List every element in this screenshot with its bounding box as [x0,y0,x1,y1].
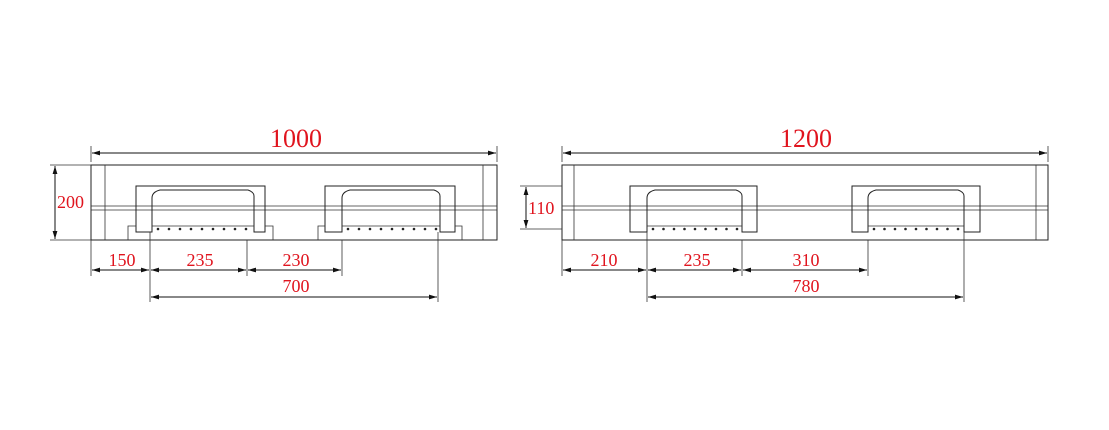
deck-hole [704,227,707,231]
deck-hole [651,227,655,231]
deck-hole [390,227,394,231]
label-span: 700 [283,276,310,296]
deck-hole [211,227,215,231]
label-overall-width: 1000 [270,124,322,153]
deck-hole [735,227,739,231]
view-long-side: 1200 110 [520,124,1049,302]
deck-hole [412,227,416,231]
deck-hole [662,227,665,231]
view-short-side: 1000 200 [50,124,498,302]
label-segment-3: 310 [793,250,820,270]
deck-hole [914,227,918,231]
label-segment-1: 210 [591,250,618,270]
deck-hole [672,227,676,231]
label-span: 780 [793,276,820,296]
deck-hole [401,227,405,231]
label-height: 110 [528,198,554,218]
label-height: 200 [57,192,84,212]
deck-hole [693,227,697,231]
deck-hole [346,227,350,231]
deck-hole [233,227,237,231]
deck-hole [725,227,728,231]
deck-hole [244,227,248,231]
label-overall-width: 1200 [780,124,832,153]
deck-hole [872,227,876,231]
pallet-outline-long [561,164,1049,241]
label-segment-1: 150 [109,250,136,270]
deck-hole [189,227,193,231]
dim-overall-width-1200: 1200 [561,124,1049,162]
dim-segments-short: 150 235 230 700 [90,232,439,302]
deck-hole [200,227,204,231]
deck-hole [683,227,686,231]
label-segment-2: 235 [684,250,711,270]
deck-hole [222,227,226,231]
label-segment-2: 235 [187,250,214,270]
fork-opening-left-a [127,185,274,240]
deck-holes-long [651,227,960,231]
dim-segments-long: 210 235 310 780 [561,232,965,302]
deck-hole [167,227,171,231]
deck-holes-short [156,227,438,231]
deck-hole [925,227,928,231]
dim-overall-width-1000: 1000 [90,124,498,162]
dim-height-110: 110 [520,185,562,230]
deck-hole [368,227,372,231]
deck-hole [178,227,182,231]
deck-hole [423,227,427,231]
fork-opening-left-b [317,185,463,240]
deck-hole [956,227,960,231]
fork-opening-right-a [629,185,758,233]
fork-opening-right-b [851,185,981,233]
pallet-outline-short [90,164,498,241]
deck-hole [883,227,886,231]
deck-hole [434,227,438,231]
label-segment-3: 230 [283,250,310,270]
deck-hole [714,227,718,231]
deck-hole [893,227,897,231]
deck-hole [379,227,383,231]
dim-height-200: 200 [50,164,91,241]
deck-hole [946,227,949,231]
deck-hole [156,227,160,231]
deck-hole [357,227,361,231]
deck-hole [935,227,939,231]
deck-hole [904,227,907,231]
